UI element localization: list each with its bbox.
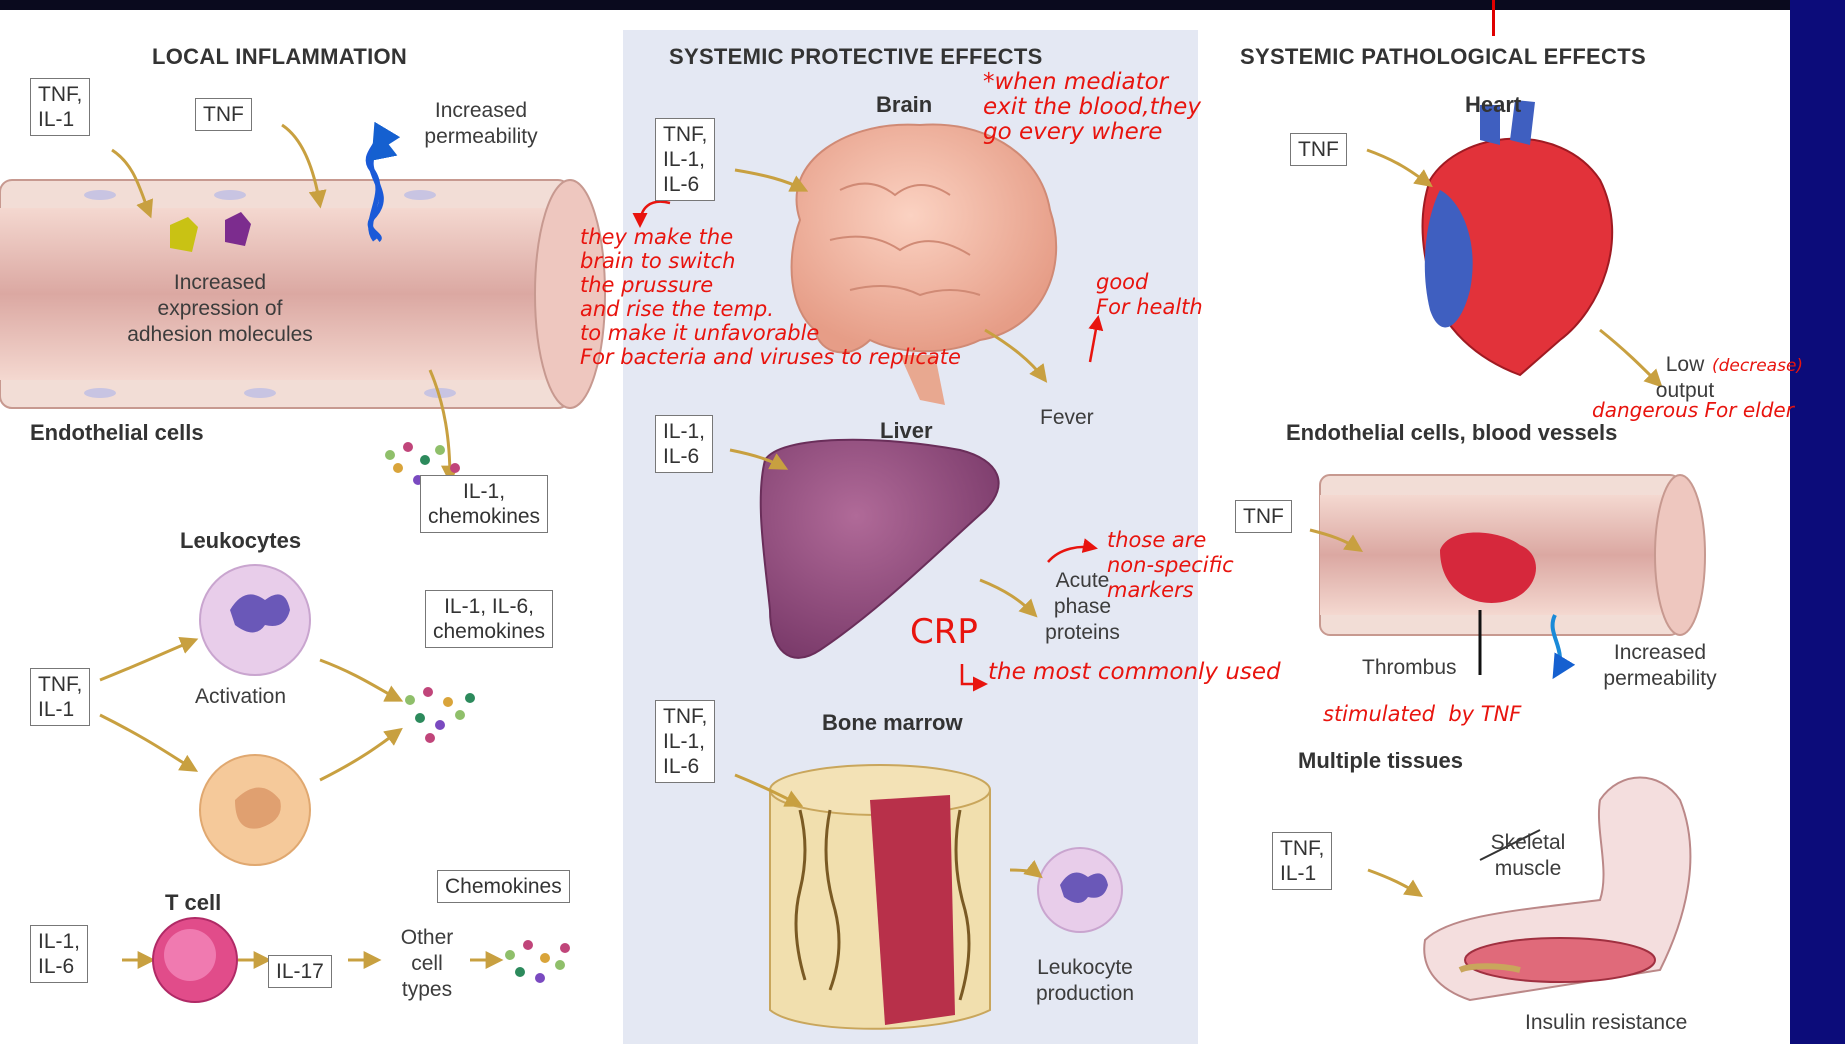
cytokine-box-il17: IL-17	[268, 955, 332, 988]
note-crp: CRP	[910, 620, 978, 645]
label-liver: Liver	[880, 418, 933, 444]
cytokine-dots-2	[405, 687, 475, 743]
cytokine-box-il1-il6: IL-1, IL-6	[30, 925, 88, 983]
heart-shape	[1423, 100, 1613, 375]
label-activation: Activation	[195, 684, 286, 710]
label-endothelial-blood-vessels: Endothelial cells, blood vessels	[1286, 420, 1617, 446]
diagram-artwork	[0, 10, 1790, 1044]
note-good-for-health: good For health	[1096, 270, 1203, 320]
cytokine-box-endothelial: TNF	[1235, 500, 1292, 533]
cytokine-box-tnf-il1: TNF, IL-1	[30, 78, 90, 136]
cytokine-box-tissues: TNF, IL-1	[1272, 832, 1332, 890]
label-brain: Brain	[876, 92, 932, 118]
cytokine-box-brain: TNF, IL-1, IL-6	[655, 118, 715, 201]
label-t-cell: T cell	[165, 890, 221, 916]
note-brain-effect: they make the brain to switch the prussu…	[580, 225, 961, 369]
label-increased-permeability-vessel: Increased permeability	[1590, 640, 1730, 692]
label-thrombus: Thrombus	[1362, 655, 1457, 681]
label-endothelial-cells: Endothelial cells	[30, 420, 204, 446]
label-heart: Heart	[1465, 92, 1521, 118]
cytokine-box-chemokines: Chemokines	[437, 870, 570, 903]
note-decrease: (decrease)	[1712, 354, 1803, 379]
cytokine-box-marrow: TNF, IL-1, IL-6	[655, 700, 715, 783]
label-other-cell-types: Other cell types	[392, 925, 462, 1003]
label-adhesion-molecules: Increased expression of adhesion molecul…	[100, 270, 340, 348]
cytokine-box-il1-il6-chemokines: IL-1, IL-6, chemokines	[425, 590, 553, 648]
cytokine-box-liver: IL-1, IL-6	[655, 415, 713, 473]
cytokine-box-tnf: TNF	[195, 98, 252, 131]
note-mediator: *when mediator exit the blood,they go ev…	[983, 70, 1201, 145]
label-leukocytes: Leukocytes	[180, 528, 301, 554]
label-bone-marrow: Bone marrow	[822, 710, 963, 736]
slide-side-bar	[1790, 0, 1845, 1044]
label-skeletal-muscle: Skeletal muscle	[1473, 830, 1583, 882]
marrow-leukocyte	[1038, 848, 1122, 932]
cytokine-dots-3	[505, 940, 570, 983]
arm-shape	[1424, 778, 1690, 1001]
label-low-output: Low output	[1650, 352, 1720, 404]
label-insulin-resistance: Insulin resistance	[1525, 1010, 1687, 1036]
label-increased-permeability: Increased permeability	[396, 98, 566, 150]
note-stimulated-by-tnf: stimulated by TNF	[1323, 702, 1521, 727]
cytokine-box-heart: TNF	[1290, 133, 1347, 166]
header-systemic-pathological: SYSTEMIC PATHOLOGICAL EFFECTS	[1240, 44, 1646, 70]
t-cell-shape	[153, 918, 237, 1002]
note-non-specific-markers: those are non-specific markers	[1107, 528, 1234, 603]
cytokine-box-tnf-il1-left: TNF, IL-1	[30, 668, 90, 726]
label-leukocyte-production: Leukocyte production	[1030, 955, 1140, 1007]
header-local-inflammation: LOCAL INFLAMMATION	[152, 44, 407, 70]
header-systemic-protective: SYSTEMIC PROTECTIVE EFFECTS	[669, 44, 1043, 70]
cytokine-box-il1-chemokines: IL-1, chemokines	[420, 475, 548, 533]
bone-marrow-shape	[770, 765, 990, 1029]
label-multiple-tissues: Multiple tissues	[1298, 748, 1463, 774]
red-tick-mark	[1492, 0, 1495, 36]
leukocyte-cells	[200, 565, 310, 865]
note-dangerous-for-elder: dangerous For elder	[1592, 398, 1794, 423]
note-most-commonly-used: the most commonly used	[988, 660, 1281, 685]
label-fever: Fever	[1040, 405, 1094, 431]
